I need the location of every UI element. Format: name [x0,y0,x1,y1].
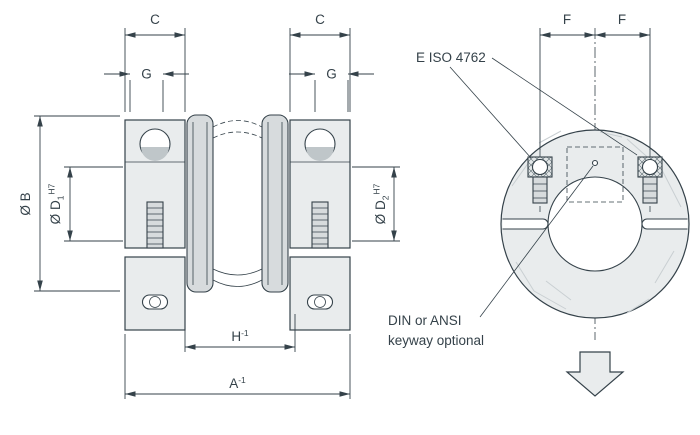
keyway-leader [479,165,594,318]
screw-leader-left [449,66,532,159]
side-dimensions: C C G G Ø B [18,12,400,399]
dim-g-right: G [289,67,374,112]
dim-c-left: C [124,12,186,112]
left-screw-shank [532,176,548,204]
disc-bottom-arcs [212,268,263,287]
dim-f: F F [539,12,651,150]
disc-lamination-lines [192,122,283,285]
dim-label-c-right: C [315,12,325,27]
right-screw [637,149,663,212]
left-clamp-screw-stud [146,201,164,249]
dim-label-d2: Ø D2H7 [372,183,391,224]
dim-label-g-right: G [326,67,337,82]
side-view [124,114,351,331]
dim-d1: Ø D1H7 [47,166,123,242]
dim-b: Ø B [18,115,120,292]
front-view [500,28,690,340]
right-clamp-screw-stud [311,201,329,249]
right-lower-clamp [289,256,351,331]
dim-d2: Ø D2H7 [352,166,400,242]
left-screw [527,149,553,212]
dim-label-f-right: F [618,12,626,27]
right-screw-socket [641,158,659,176]
dim-a: A-1 [124,334,351,399]
mounting-direction-arrow-icon [565,351,625,397]
right-hole-shadow [306,147,334,161]
right-screw-shank [642,176,658,204]
left-hub [124,119,186,331]
keyway-label-line2: keyway optional [388,333,484,348]
front-dimensions: F F [539,12,651,150]
right-clamp-slit [641,218,688,230]
bore-circle [547,176,643,272]
right-clamp-slot [306,294,334,310]
left-stud-threads [147,207,163,245]
right-screw-threads [643,183,657,199]
keyway-marker [591,159,599,167]
left-clamp-slot [141,294,169,310]
left-hole-shadow [141,147,169,161]
dim-label-b: Ø B [18,192,33,215]
dim-h: H-1 [184,294,296,352]
keyway [566,146,624,203]
left-clamp-slit [502,218,549,230]
dim-label-c-left: C [150,12,160,27]
screw-annotation: E ISO 4762 [416,50,638,159]
right-slot-hole [314,296,326,308]
right-hub [289,119,351,331]
disc-band-right [261,114,289,293]
keyway-outline [566,146,624,203]
disc-pack [186,114,289,293]
dim-g-left: G [104,67,189,112]
left-slot-hole [149,296,161,308]
dim-label-h: H-1 [231,328,249,344]
left-screw-socket [531,158,549,176]
dim-label-d1: Ø D1H7 [47,183,66,224]
disc-hidden-arcs [212,120,263,139]
right-stud-threads [312,207,328,245]
screw-leader-right [491,57,638,156]
disc-band-left [186,114,214,293]
dim-label-g-left: G [141,67,152,82]
keyway-label-line1: DIN or ANSI [388,313,462,328]
left-lower-clamp [124,256,186,331]
dim-c-right: C [289,12,351,112]
dim-label-f-left: F [563,12,571,27]
facet-lines [511,130,682,314]
screw-spec-label: E ISO 4762 [416,50,486,65]
left-screw-threads [533,183,547,199]
keyway-annotation: DIN or ANSI keyway optional [388,165,594,348]
dim-label-a: A-1 [229,375,246,391]
